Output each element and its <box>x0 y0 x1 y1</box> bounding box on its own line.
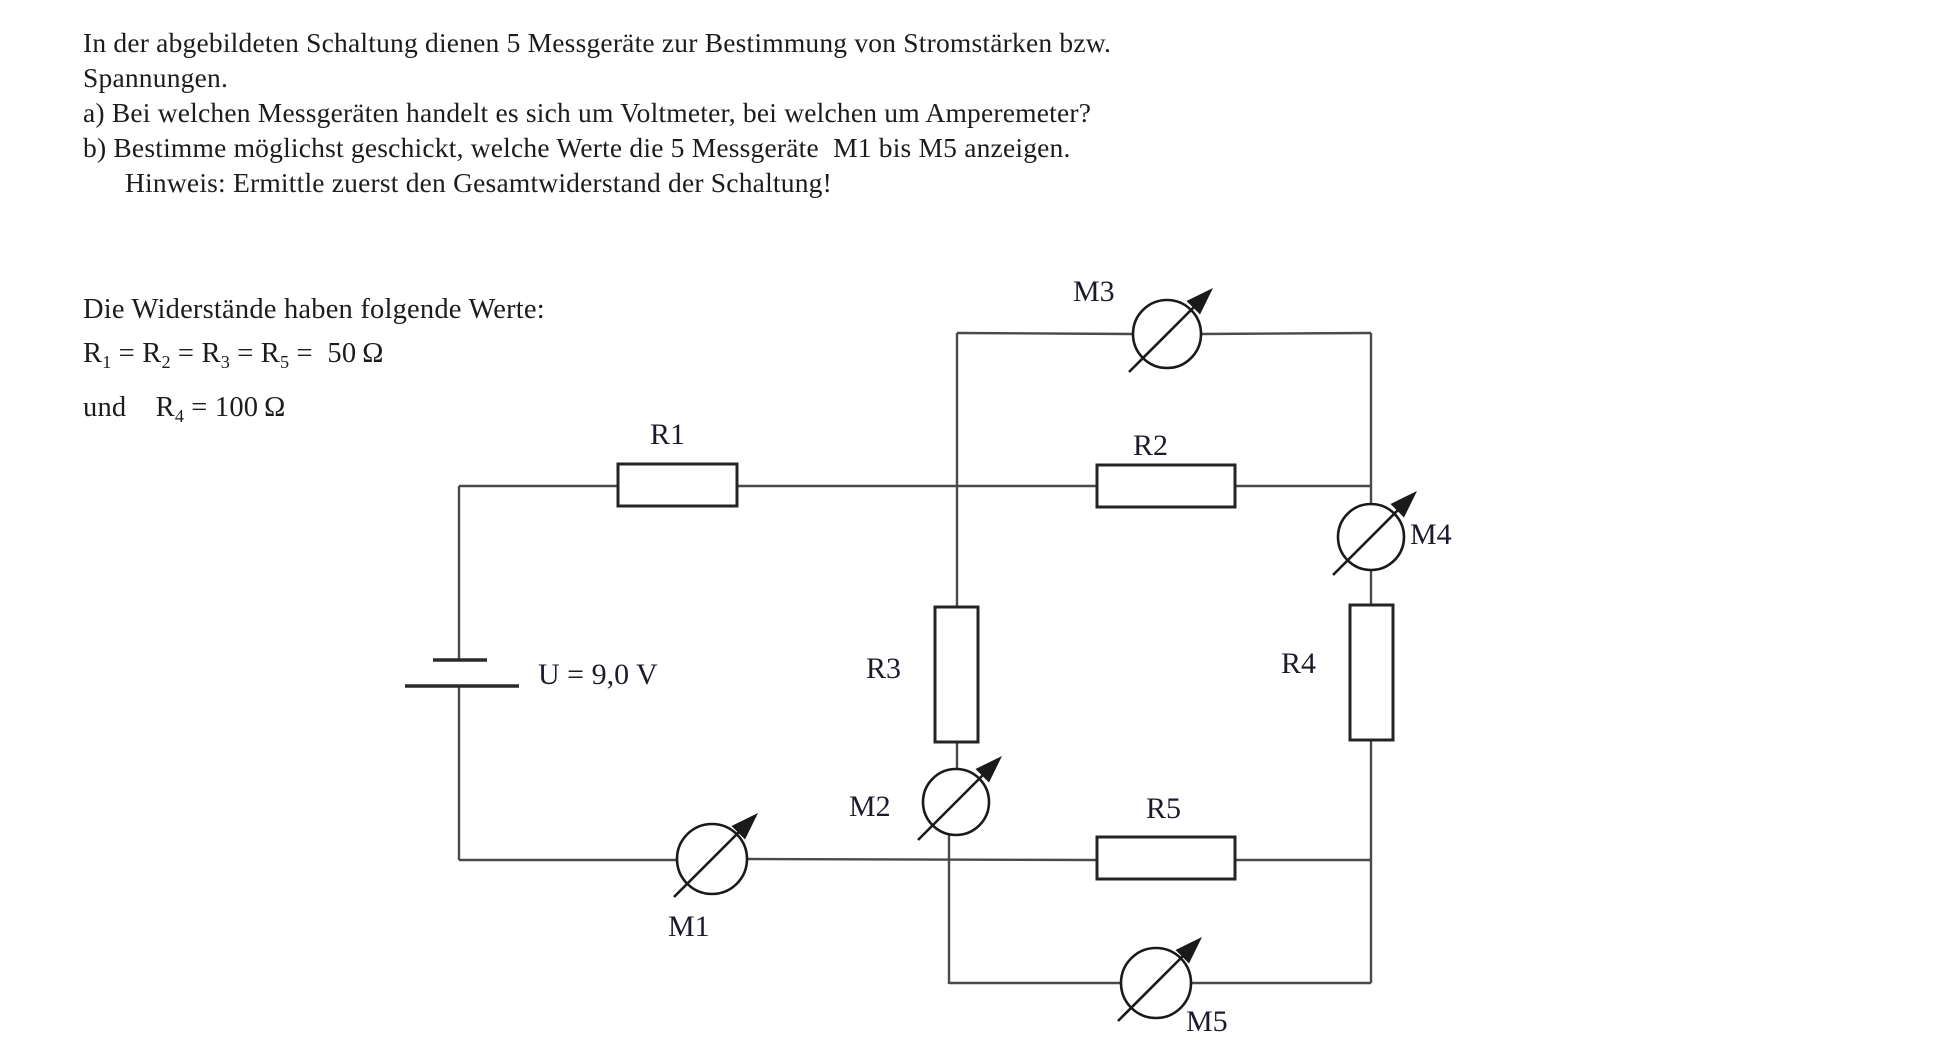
meter-m5-icon <box>1117 937 1202 1022</box>
label-m1: M1 <box>668 910 710 943</box>
label-m4: M4 <box>1410 518 1452 551</box>
meter-m1-icon <box>673 813 758 898</box>
label-r1: R1 <box>650 418 685 451</box>
task-item-b: b) Bestimme möglichst geschickt, welche … <box>83 132 1071 163</box>
label-m5: M5 <box>1186 1005 1228 1038</box>
meter-m4-icon <box>1332 491 1417 576</box>
circuit-wires <box>457 331 1373 985</box>
task-intro-line2: Spannungen. <box>83 62 229 93</box>
meter-m3-icon <box>1128 288 1213 373</box>
task-item-a: a) Bei welchen Messgeräten handelt es si… <box>83 97 1092 128</box>
task-intro-line1: In der abgebildeten Schaltung dienen 5 M… <box>83 27 1112 58</box>
resistor-r4-box <box>1348 603 1395 742</box>
label-r5: R5 <box>1146 792 1181 825</box>
label-m2: M2 <box>849 790 891 823</box>
resistor-values-intro: Die Widerstände haben folgende Werte: <box>83 294 545 325</box>
resistor-r3-box <box>933 605 980 744</box>
resistor-r1-box <box>616 462 739 508</box>
resistor-equation-r4: und R4 = 100 Ω <box>83 392 286 426</box>
meter-m2-icon <box>917 756 1002 841</box>
label-m3: M3 <box>1073 275 1115 308</box>
resistor-r2-box <box>1095 463 1237 509</box>
label-r3: R3 <box>866 652 901 685</box>
label-r4: R4 <box>1281 647 1316 680</box>
battery-icon <box>405 658 519 688</box>
task-hint: Hinweis: Ermittle zuerst den Gesamtwider… <box>125 167 832 198</box>
resistor-equation-r1235: R1 = R2 = R3 = R5 = 50 Ω <box>83 338 384 372</box>
resistor-r5-box <box>1095 835 1237 881</box>
label-r2: R2 <box>1133 429 1168 462</box>
voltage-source-label: U = 9,0 V <box>538 658 658 691</box>
